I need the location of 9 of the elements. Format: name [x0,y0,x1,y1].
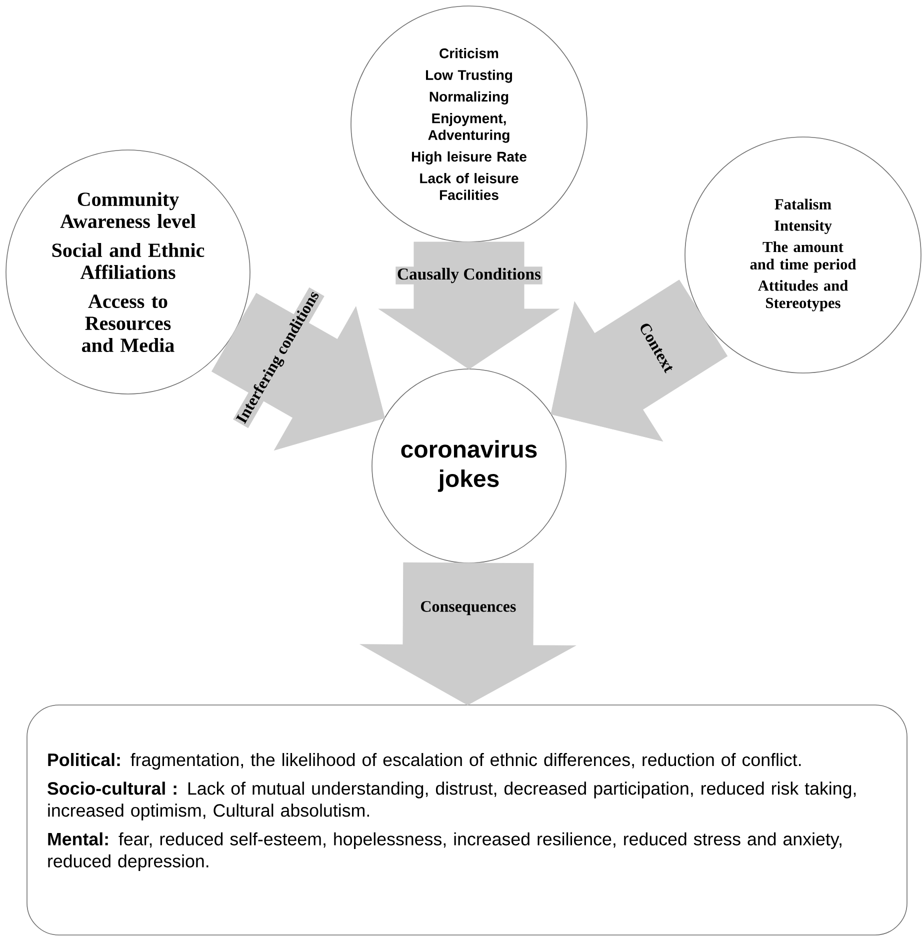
edge-label: Consequences [418,600,518,616]
circle-node: Fatalism Intensity The amount and time period Attitudes and Stereotypes [684,136,922,374]
rounded-box: Political: fragmentation, the likelihood of escalation of ethnic differences, reduction of conflict. Socio-cultural : Lack of mutual understanding, distrust, decreased participation, reduced risk taking, increased optimism, Cultural absolutism. Mental: fear, reduced self-esteem, hopelessness, increased resilience, reduced stress and anxiety, reduced depression. [26,704,908,936]
edge-label: Causally Conditions [396,266,542,284]
circle-node: Community Awareness level Social and Ethnic Affiliations Access to Resources and Media [6,150,250,394]
circle-node: coronavirus jokes [372,368,566,564]
block-arrow [550,280,728,442]
block-arrow [359,562,576,706]
circle-node: Criticism Low Trusting Normalizing Enjoyment, Adventuring High leisure Rate Lack of leisure Facilities [350,6,588,242]
